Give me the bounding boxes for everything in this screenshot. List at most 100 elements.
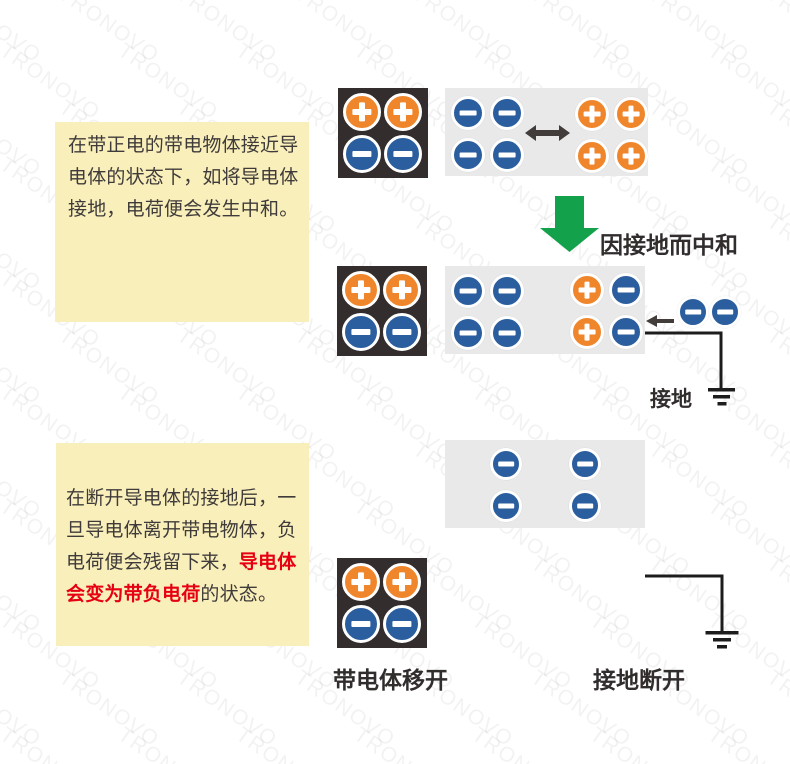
watermark-text: TRONOVO [703,39,790,125]
positive-charge-icon [343,93,381,131]
watermark-text: TRONOVO [0,96,46,182]
note-box-top: 在带正电的带电物体接近导电体的状态下，如将导电体接地，电荷便会发生中和。 [55,122,309,322]
note-text-top: 在带正电的带电物体接近导电体的状态下，如将导电体接地，电荷便会发生中和。 [68,135,299,220]
negative-charge-icon [490,316,524,350]
watermark-text: TRONOVO [762,210,790,296]
watermark-text: TRONOVO [349,381,459,467]
watermark-text: TRONOVO [762,324,790,410]
negative-charge-icon [609,315,643,349]
positive-charge-icon [575,139,609,173]
positive-charge-icon [614,139,648,173]
watermark-text: TRONOVO [526,0,636,68]
watermark-text: TRONOVO [113,39,223,125]
watermark-text: TRONOVO [0,0,46,68]
watermark-text: TRONOVO [644,96,754,182]
charged-body-box-1 [338,88,428,178]
charge-grid [451,96,524,172]
watermark-text: TRONOVO [231,39,341,125]
watermark-text: TRONOVO [762,96,790,182]
neutralize-label: 因接地而中和 [600,232,738,258]
left-arrow-icon [646,315,674,327]
charge-grid [338,88,427,178]
positive-charge-icon [570,315,604,349]
double-arrow-icon [525,125,570,141]
watermark-text: TRONOVO [54,0,164,68]
charge-grid [490,448,601,522]
down-arrow-icon [540,196,599,252]
watermark-text: TRONOVO [526,552,636,638]
ground-icon [645,331,735,406]
conductor-box-charged [445,440,645,528]
negative-charge-icon [343,135,381,173]
negative-charge-icon [383,605,421,643]
watermark-text: TRONOVO [762,552,790,638]
negative-charge-icon [490,448,522,480]
watermark-text: TRONOVO [0,666,46,752]
watermark-text: TRONOVO [585,723,695,764]
negative-charge-icon [490,138,524,172]
negative-charge-icon [451,274,485,308]
negative-charge-icon [569,448,601,480]
note-text-bottom-after: 的状态。 [200,584,278,605]
negative-charge-icon [709,296,741,328]
negative-charge-icon [342,313,380,351]
watermark-text: TRONOVO [762,438,790,524]
negative-charge-icon [677,296,709,328]
negative-charge-icon [490,274,524,308]
negative-charge-icon [342,605,380,643]
watermark-text: TRONOVO [703,495,790,581]
charged-body-box-3 [337,558,427,648]
watermark-text: TRONOVO [172,666,282,752]
watermark-text: TRONOVO [290,0,400,68]
watermark-text: TRONOVO [467,723,577,764]
charge-grid [337,558,426,648]
positive-charge-icon [614,97,648,131]
note-text-bottom-red: 导电体会变为带负电荷 [66,552,297,605]
watermark-text: TRONOVO [762,0,790,68]
negative-charge-icon [384,135,422,173]
charged-body-moved-label: 带电体移开 [333,667,448,693]
watermark-text: TRONOVO [54,324,164,410]
watermark-text: TRONOVO [172,324,282,410]
positive-charge-icon [570,273,604,307]
negative-charge-icon [451,316,485,350]
watermark-text: TRONOVO [231,723,341,764]
negative-charge-icon [490,490,522,522]
watermark-text: TRONOVO [0,210,46,296]
positive-charge-icon [384,93,422,131]
note-box-bottom: 在断开导电体的接地后，一旦导电体离开带电物体，负电荷便会残留下来，导电体会变为带… [56,443,309,646]
negative-charge-icon [383,313,421,351]
watermark-text: TRONOVO [54,666,164,752]
positive-charge-icon [342,563,380,601]
watermark-text: TRONOVO [349,723,459,764]
ground-disconnected-icon [645,574,739,649]
negative-charge-icon [490,96,524,130]
watermark-text: TRONOVO [467,609,577,695]
charge-grid [337,266,426,356]
watermark-text: TRONOVO [0,552,46,638]
negative-charge-icon [451,96,485,130]
free-electrons [677,296,741,328]
watermark-text: TRONOVO [644,438,754,524]
note-text-bottom-before: 在断开导电体的接地后，一旦导电体离开带电物体，负电荷便会残留下来， [66,488,297,573]
charged-body-box-2 [337,266,427,356]
watermark-text: TRONOVO [644,0,754,68]
watermark-text: TRONOVO [408,0,518,68]
negative-charge-icon [569,490,601,522]
charge-grid [575,97,648,173]
charge-grid [570,273,643,349]
watermark-text: TRONOVO [172,0,282,68]
watermark-text: TRONOVO [762,666,790,752]
negative-charge-icon [609,273,643,307]
ground-disconnected-label: 接地断开 [593,667,685,693]
positive-charge-icon [575,97,609,131]
watermark-text: TRONOVO [0,438,46,524]
charge-grid [451,274,524,350]
negative-charge-icon [451,138,485,172]
positive-charge-icon [383,271,421,309]
watermark-text: TRONOVO [0,39,105,125]
watermark-text: TRONOVO [703,723,790,764]
watermark-text: TRONOVO [0,723,105,764]
watermark-text: TRONOVO [0,324,46,410]
